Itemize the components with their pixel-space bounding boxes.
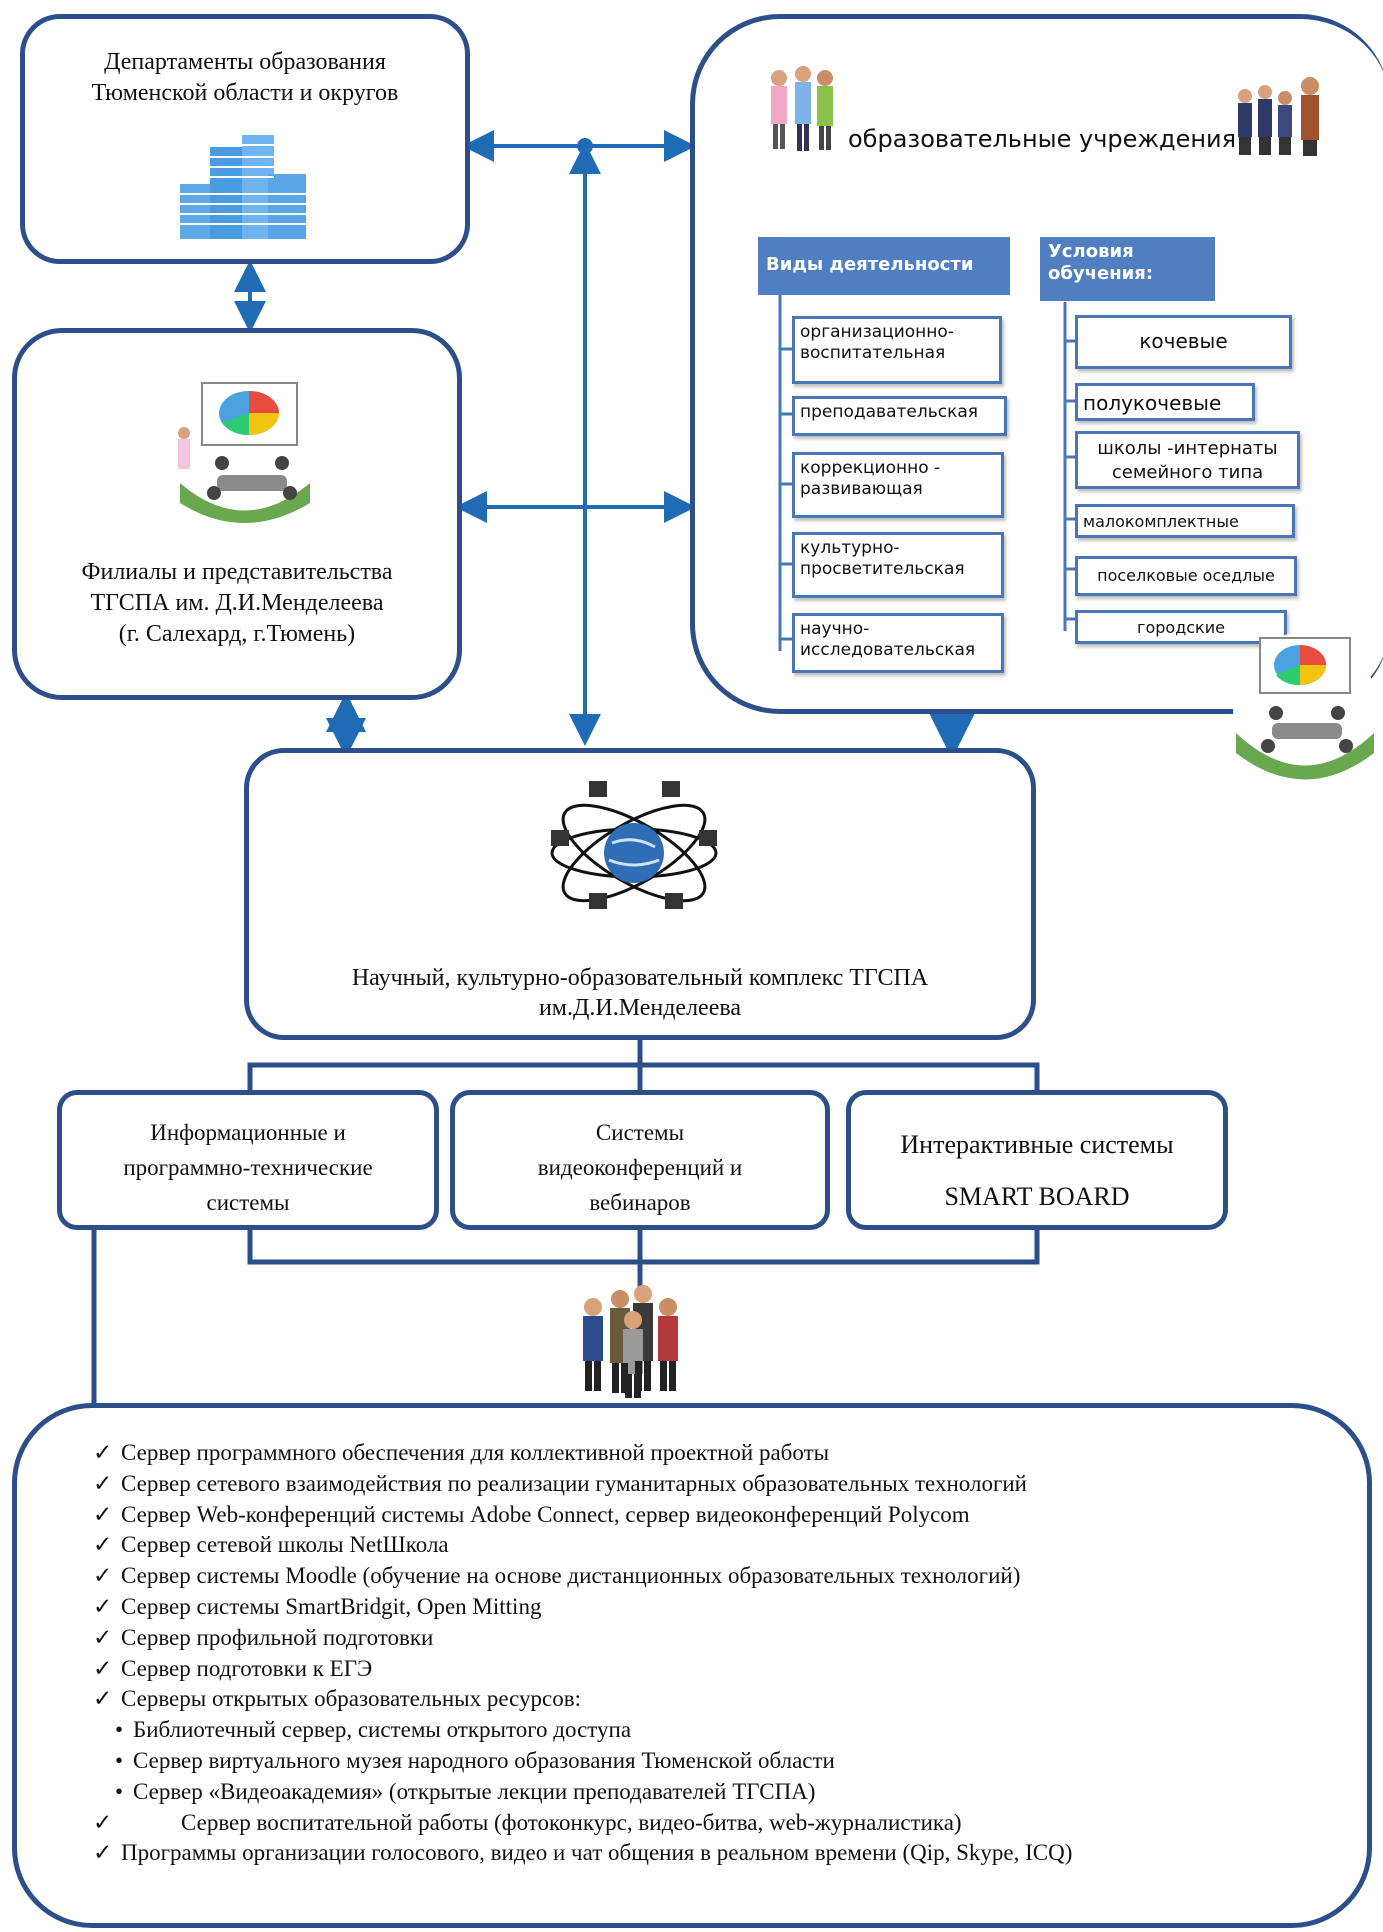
branches-box: Филиалы и представительства ТГСПА им. Д.… [12, 328, 462, 700]
bracket-top [247, 1040, 1040, 1095]
condition-item: школы -интернаты семейного типа [1075, 431, 1300, 489]
bullet-icon: • [115, 1778, 124, 1804]
checkmark-icon: ✓ [93, 1563, 113, 1589]
server-list-item: ✓ Серверы открытых образовательных ресурс… [93, 1684, 581, 1714]
servers-box: ✓ Сервер программного обеспечения для кол… [12, 1403, 1372, 1928]
server-list-item: ✓ Сервер системы SmartBridgit, Open Mitti… [93, 1592, 541, 1622]
server-list-text: Сервер профильной подготовки [121, 1624, 434, 1650]
server-list-item: • Сервер виртуального музея народного обр… [115, 1746, 835, 1776]
systems-info-text: Информационные и программно-технические … [123, 1120, 373, 1215]
server-list-item: ✓ Сервер программного обеспечения для кол… [93, 1438, 829, 1468]
checkmark-icon: ✓ [93, 1594, 113, 1619]
conditions-header: Условия обучения: [1040, 237, 1215, 301]
checkmark-icon: ✓ [93, 1440, 113, 1465]
systems-video-text: Системы видеоконференций и вебинаров [537, 1120, 743, 1215]
condition-item: малокомплектные [1075, 504, 1295, 538]
systems-box-info: Информационные и программно-технические … [57, 1090, 439, 1230]
server-list: ✓ Сервер программного обеспечения для кол… [17, 1408, 1367, 1923]
server-list-text: Сервер подготовки к ЕГЭ [121, 1655, 373, 1681]
server-list-item: ✓ Сервер подготовки к ЕГЭ [93, 1654, 372, 1684]
people-group-left-icon [771, 66, 833, 151]
activity-item: научно- исследовательская [792, 613, 1004, 673]
server-list-text: Сервер воспитательной работы (фотоконкур… [181, 1809, 962, 1835]
server-list-item: • Библиотечный сервер, системы открытого … [115, 1715, 631, 1745]
server-list-item: ✓ Сервер профильной подготовки [93, 1623, 433, 1653]
checkmark-icon: ✓ [93, 1624, 113, 1650]
branches-title: Филиалы и представительства ТГСПА им. Д.… [81, 559, 393, 647]
server-list-item: ✓ Сервер воспитательной работы (фотоконку… [93, 1808, 962, 1838]
systems-box-video: Системы видеоконференций и вебинаров [450, 1090, 830, 1230]
network-globe-icon [550, 781, 718, 909]
systems-box-smartboard: Интерактивные системы SMART BOARD [846, 1090, 1228, 1230]
complex-box: Научный, культурно-образовательный компл… [244, 748, 1036, 1040]
institutions-box: образовательные учреждения Виды деятельн… [690, 14, 1383, 714]
departments-title: Департаменты образования Тюменской облас… [91, 49, 399, 106]
server-list-text: Сервер сетевой школы NetШкола [121, 1532, 449, 1558]
buildings-icon [180, 135, 306, 239]
bullet-icon: • [115, 1748, 124, 1773]
server-list-text: Сервер программного обеспечения для колл… [121, 1440, 830, 1465]
server-list-text: Сервер Web-конференций системы Adobe Con… [121, 1501, 970, 1527]
server-list-item: ✓ Сервер Web-конференций системы Adobe Co… [93, 1500, 970, 1530]
activity-item: культурно- просветительская [792, 532, 1004, 598]
server-list-text: Серверы открытых образовательных ресурсо… [121, 1686, 582, 1712]
server-list-text: Сервер виртуального музея народного обра… [133, 1748, 835, 1773]
departments-box: Департаменты образования Тюменской облас… [20, 14, 470, 264]
checkmark-icon: ✓ [93, 1840, 113, 1866]
activity-item: организационно- воспитательная [792, 316, 1002, 384]
presentation-meeting-icon [1233, 632, 1377, 784]
bracket-bottom [247, 1228, 1040, 1290]
condition-item: поселковые оседлые [1075, 556, 1297, 596]
activity-item: коррекционно - развивающая [792, 452, 1004, 518]
checkmark-icon: ✓ [93, 1686, 113, 1712]
condition-item: кочевые [1075, 315, 1292, 369]
server-list-item: ✓ Программы организации голосового, видео… [93, 1838, 1072, 1868]
activities-header: Виды деятельности [758, 237, 1010, 295]
activities-tree-lines [778, 295, 1080, 651]
server-list-item: ✓ Сервер сетевого взаимодействия по реали… [93, 1469, 1027, 1499]
server-list-text: Сервер сетевого взаимодействия по реализ… [121, 1470, 1027, 1496]
condition-item: полукочевые [1075, 383, 1255, 421]
server-list-text: Библиотечный сервер, системы открытого д… [133, 1717, 632, 1743]
activity-item: преподавательская [792, 396, 1007, 436]
server-list-text: Сервер «Видеоакадемия» (открытые лекции … [133, 1778, 816, 1804]
condition-item: городские [1075, 610, 1287, 644]
checkmark-icon: ✓ [93, 1532, 113, 1558]
server-list-item: ✓ Сервер сетевой школы NetШкола [93, 1530, 449, 1560]
checkmark-icon: ✓ [93, 1470, 113, 1496]
systems-smartboard-text: Интерактивные системы SMART BOARD [900, 1130, 1174, 1211]
server-list-text: Сервер системы SmartBridgit, Open Mittin… [121, 1594, 542, 1619]
complex-title: Научный, культурно-образовательный компл… [351, 965, 929, 1021]
server-list-item: • Сервер «Видеоакадемия» (открытые лекции… [115, 1777, 815, 1807]
checkmark-icon: ✓ [93, 1809, 113, 1835]
business-people-icon [578, 1285, 693, 1402]
checkmark-icon: ✓ [93, 1655, 113, 1681]
institutions-title: образовательные учреждения [848, 125, 1237, 153]
server-list-text: Программы организации голосового, видео … [121, 1840, 1073, 1866]
checkmark-icon: ✓ [93, 1501, 113, 1527]
server-list-item: ✓ Сервер системы Moodle (обучение на осно… [93, 1561, 1020, 1591]
server-list-text: Сервер системы Moodle (обучение на основ… [121, 1563, 1021, 1589]
bullet-icon: • [115, 1717, 124, 1743]
people-group-right-icon [1238, 77, 1319, 156]
presentation-meeting-icon [174, 382, 314, 528]
